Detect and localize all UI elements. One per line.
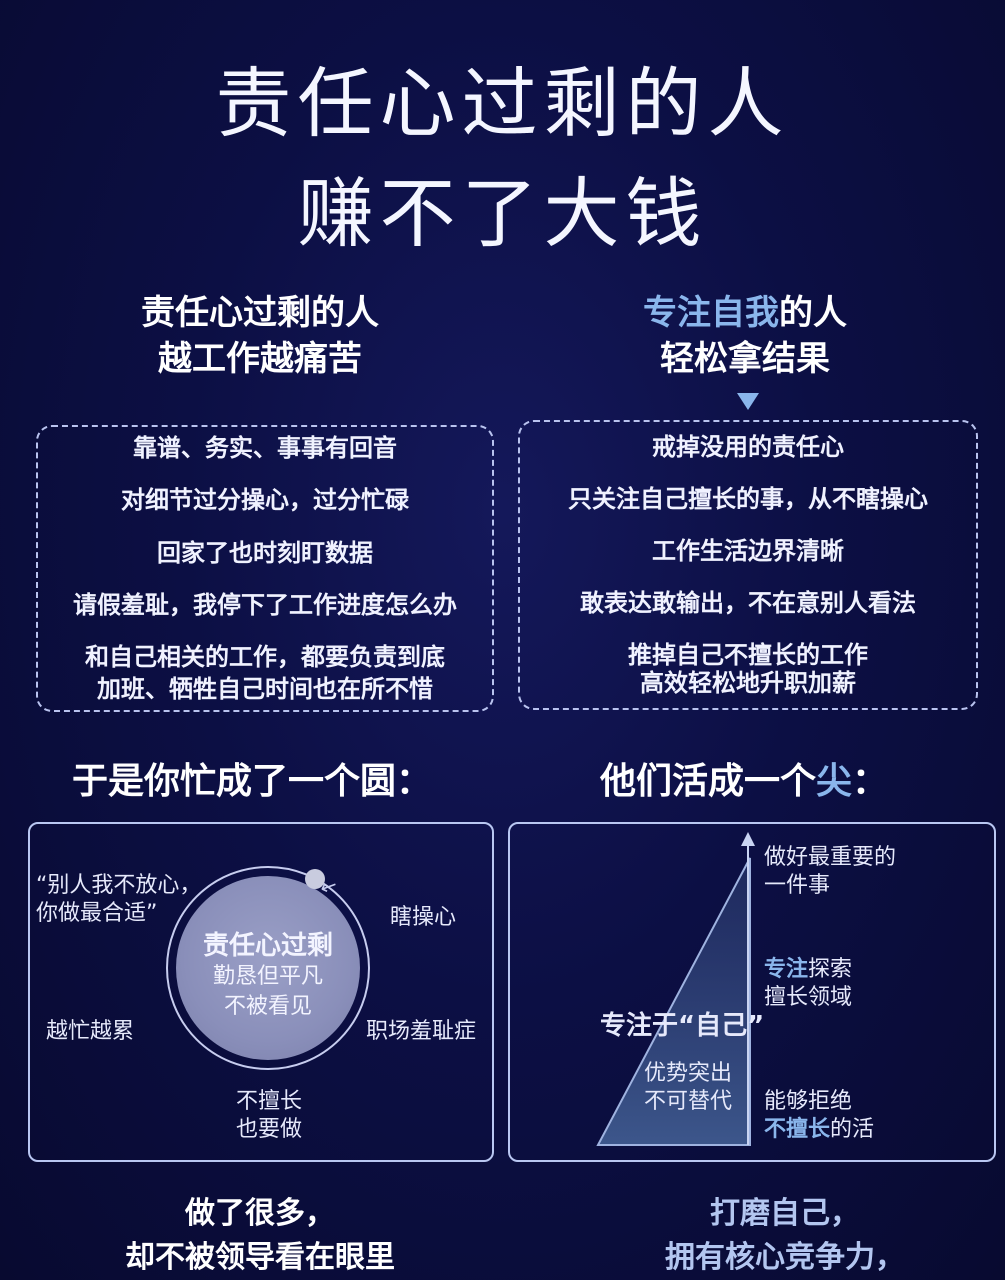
right-heading-highlight: 专注自我 xyxy=(643,293,779,333)
label-top-line1: 做好最重要的 xyxy=(764,845,897,870)
orbit-ring xyxy=(166,866,370,1070)
right-heading: 专注自我的人 轻松拿结果 xyxy=(545,290,945,382)
inside-line1: 优势突出 xyxy=(644,1061,733,1086)
label-bottom-line1: 能够拒绝 xyxy=(764,1089,853,1114)
right-trait: 戒掉没用的责任心 xyxy=(652,433,844,461)
left-trait: 加班、牺牲自己时间也在所不惜 xyxy=(97,675,433,703)
right-heading-line1: 专注自我的人 xyxy=(545,290,945,336)
right-heading-rest: 的人 xyxy=(779,293,847,333)
quote-line2: 你做最合适” xyxy=(36,901,158,926)
triangle-arrow-icon xyxy=(596,832,755,1146)
label-bottom-line2: 也要做 xyxy=(236,1117,303,1142)
left-heading: 责任心过剩的人 越工作越痛苦 xyxy=(60,290,460,382)
label-bottom-highlight: 不擅长 xyxy=(764,1117,831,1142)
label-meddling: 瞎操心 xyxy=(390,905,457,930)
right-trait: 敢表达敢输出，不在意别人看法 xyxy=(580,589,916,617)
circle-diagram-panel xyxy=(28,822,494,1162)
right-conclusion-line1: 打磨自己， xyxy=(710,1196,860,1231)
main-title-line1: 责任心过剩的人 xyxy=(215,59,790,148)
focus-self-label: 专注于“自己” xyxy=(600,1011,765,1041)
left-traits-box: 靠谱、务实、事事有回音 对细节过分操心，过分忙碌 回家了也时刻盯数据 请假羞耻，… xyxy=(36,425,494,712)
triangle-down-icon xyxy=(737,393,759,410)
right-traits-box: 戒掉没用的责任心 只关注自己擅长的事，从不瞎操心 工作生活边界清晰 敢表达敢输出… xyxy=(518,420,978,710)
left-conclusion: 做了很多， 却不被领导看在眼里 xyxy=(100,1192,420,1280)
center-circle xyxy=(176,876,360,1060)
right-section-title-main: 他们活成一个 xyxy=(600,761,817,802)
circle-line2: 勤恳但平凡 xyxy=(212,964,323,989)
left-trait: 和自己相关的工作，都要负责到底 xyxy=(85,643,445,671)
left-heading-line1: 责任心过剩的人 xyxy=(141,293,379,333)
right-conclusion: 打磨自己， 拥有核心竞争力， xyxy=(650,1192,920,1280)
left-trait: 回家了也时刻盯数据 xyxy=(157,539,373,567)
left-trait: 请假羞耻，我停下了工作进度怎么办 xyxy=(73,591,457,619)
right-section-title: 他们活成一个尖： xyxy=(600,758,888,806)
label-top-line2: 一件事 xyxy=(764,873,831,898)
right-heading-line2: 轻松拿结果 xyxy=(660,339,830,379)
label-bottom-rest: 的活 xyxy=(830,1117,875,1142)
label-bottom-line2: 不擅长的活 xyxy=(764,1116,874,1144)
triangle-diagram-panel xyxy=(508,822,996,1162)
right-section-title-colon: ： xyxy=(852,761,889,802)
label-mid-line1: 专注探索 xyxy=(764,956,852,984)
inside-line2: 不可替代 xyxy=(644,1089,733,1114)
right-section-title-highlight: 尖 xyxy=(816,761,853,802)
left-trait: 靠谱、务实、事事有回音 xyxy=(133,434,397,462)
label-mid-line2: 擅长领域 xyxy=(764,985,853,1010)
right-trait: 只关注自己擅长的事，从不瞎操心 xyxy=(568,485,928,513)
main-title-line2: 赚不了大钱 xyxy=(297,169,708,258)
left-conclusion-line1: 做了很多， xyxy=(185,1196,335,1231)
right-trait: 高效轻松地升职加薪 xyxy=(640,669,856,697)
label-busier-more-tired: 越忙越累 xyxy=(46,1019,135,1044)
label-mid-highlight: 专注 xyxy=(764,957,809,982)
circle-line3: 不被看见 xyxy=(223,994,312,1019)
left-trait: 对细节过分操心，过分忙碌 xyxy=(121,486,409,514)
label-bottom-line1: 不擅长 xyxy=(236,1089,303,1114)
right-trait: 工作生活边界清晰 xyxy=(652,537,844,565)
right-conclusion-line2: 拥有核心竞争力， xyxy=(665,1240,905,1275)
label-workplace-shame: 职场羞耻症 xyxy=(366,1019,477,1044)
left-conclusion-line2: 却不被领导看在眼里 xyxy=(125,1240,395,1275)
circle-title: 责任心过剩 xyxy=(202,931,333,961)
label-mid-rest: 探索 xyxy=(808,957,853,982)
orbit-dot-icon xyxy=(305,869,325,889)
left-heading-line2: 越工作越痛苦 xyxy=(158,339,362,379)
quote-line1: “别人我不放心， xyxy=(36,873,202,898)
right-trait: 推掉自己不擅长的工作 xyxy=(628,641,868,669)
left-section-title: 于是你忙成了一个圆： xyxy=(72,761,433,802)
